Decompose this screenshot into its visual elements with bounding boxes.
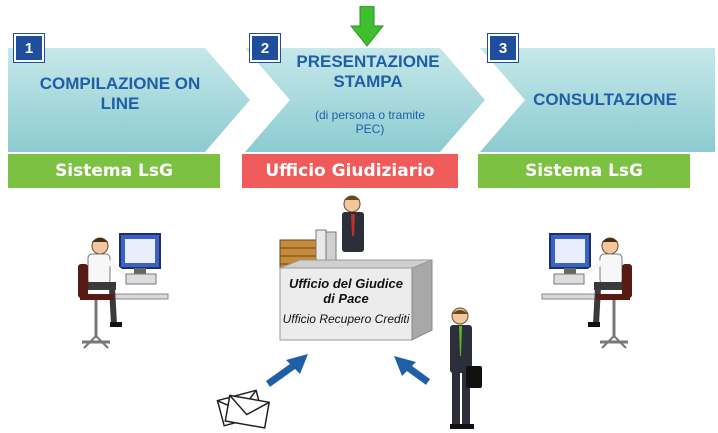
user-at-computer-icon (78, 233, 169, 349)
step-3-title: CONSULTAZIONE (533, 90, 677, 109)
step-1-title: COMPILAZIONE ON LINE (39, 74, 201, 114)
mail-envelopes-icon (216, 389, 271, 429)
down-arrow-marker-icon (350, 6, 384, 47)
step-2-title: PRESENTAZIONE STAMPA (296, 52, 440, 92)
bar-sistema-lsg-right: Sistema LsG (478, 154, 690, 188)
office-building-icon (279, 195, 433, 341)
step-1-badge: 1 (14, 34, 44, 62)
step-2-badge: 2 (250, 34, 280, 62)
step-3-badge: 3 (488, 34, 518, 62)
mail-to-office-arrow (265, 354, 308, 387)
step-2-chevron (245, 48, 485, 152)
user-at-computer-icon-right (541, 233, 632, 349)
bar-ufficio-giudiziario: Ufficio Giudiziario (242, 154, 458, 188)
office-title: Ufficio del Giudice di Pace (289, 276, 403, 306)
step-2-subtitle: (di persona o tramite PEC) (314, 108, 426, 136)
step-3-chevron (480, 48, 715, 152)
businessman-icon (450, 307, 482, 429)
person-to-office-arrow (394, 356, 431, 385)
office-subtitle: Ufficio Recupero Crediti (282, 312, 410, 326)
step-1-chevron (8, 48, 250, 152)
bar-sistema-lsg-left: Sistema LsG (8, 154, 220, 188)
